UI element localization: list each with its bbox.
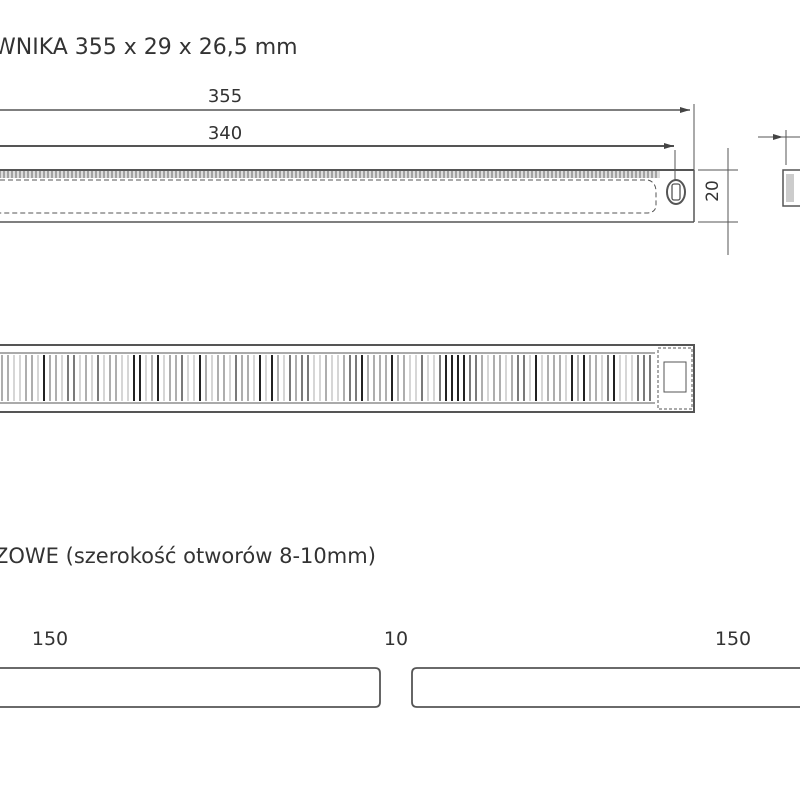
slot-left <box>0 667 381 708</box>
side-view <box>758 130 800 207</box>
section-title-slots: ZOWE (szerokość otworów 8-10mm) <box>0 544 376 568</box>
slot-left-length-label: 150 <box>32 628 68 650</box>
gap-label: 10 <box>384 628 408 650</box>
arrowhead <box>680 107 690 113</box>
front-view <box>0 169 695 223</box>
dimension-label-340: 340 <box>208 123 242 144</box>
slot-right-length-label: 150 <box>715 628 751 650</box>
slot-right <box>411 667 800 708</box>
dimension-label-355: 355 <box>208 86 242 107</box>
arrowhead <box>664 143 674 149</box>
dimension-label-20: 20 <box>703 180 723 202</box>
section-title-dimensions: WNIKA 355 x 29 x 26,5 mm <box>0 35 298 60</box>
top-view <box>0 344 695 413</box>
mounting-hole <box>666 179 686 205</box>
